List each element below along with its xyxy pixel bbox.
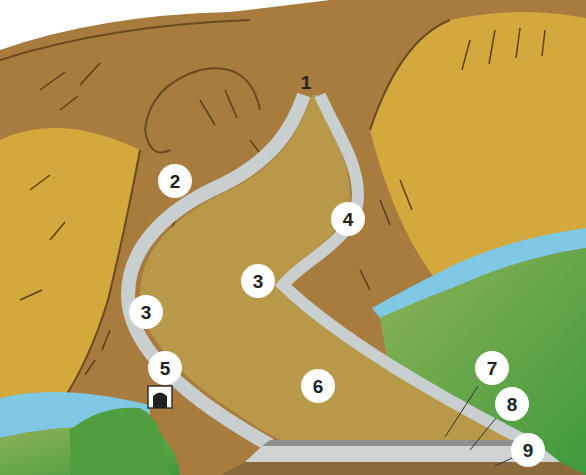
callout-circle: 3 [241, 264, 275, 298]
callout-circle: 4 [331, 202, 365, 236]
callout-number: 5 [160, 359, 171, 378]
callout-number: 2 [170, 172, 181, 191]
callout-number: 3 [253, 272, 264, 291]
callout-circle: 5 [148, 351, 182, 385]
callout-number: 8 [507, 395, 518, 414]
callout-circle: 7 [475, 351, 509, 385]
callout-circle: 2 [158, 164, 192, 198]
callout-circle: 3 [129, 295, 163, 329]
callout-circle: 6 [301, 369, 335, 403]
callout-number: 1 [301, 73, 312, 92]
callout-circle: 9 [511, 433, 545, 467]
callout-number: 3 [141, 303, 152, 322]
callout-number: 9 [523, 441, 534, 460]
callout-number: 4 [343, 210, 354, 229]
callout-circle: 8 [495, 387, 529, 421]
callout-number: 6 [313, 377, 324, 396]
callout-number: 7 [487, 359, 498, 378]
